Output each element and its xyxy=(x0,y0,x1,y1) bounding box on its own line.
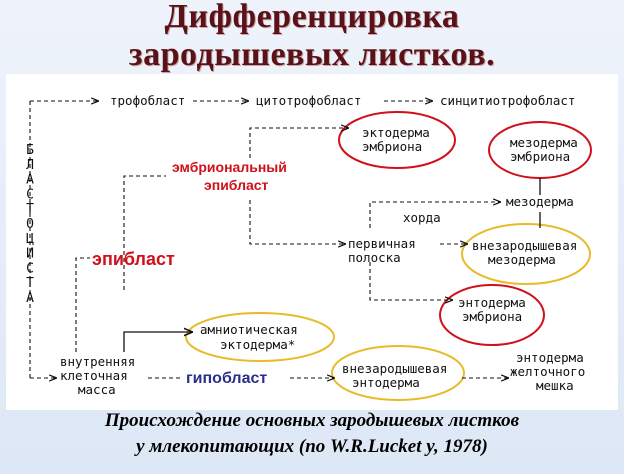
label-primitive-streak-1: первичная xyxy=(348,236,416,251)
connector-lines xyxy=(29,101,541,378)
label-embryonic-epiblast-1: эмбриональный xyxy=(172,159,287,175)
blastocyst-letter: С xyxy=(26,187,34,202)
label-extraembryonic-endoderm-1: внезародышевая xyxy=(342,361,447,376)
blastocyst-letter: Т xyxy=(26,276,34,291)
yellow-ellipse-amniotic-ectoderm xyxy=(185,312,335,362)
blastocyst-letter: Ц xyxy=(26,232,34,247)
label-trophoblast: трофобласт xyxy=(110,93,185,108)
label-extraembryonic-mesoderm-2: мезодерма xyxy=(488,252,556,267)
red-ellipse-embryonic-ectoderm xyxy=(338,111,456,169)
title-line-1: Дифференцировка xyxy=(164,0,460,35)
caption-line-2: у млекопитающих (по W.R.Lucket y, 1978) xyxy=(136,436,488,457)
label-amniotic-ectoderm-1: амниотическая xyxy=(200,322,298,337)
label-embryonic-mesoderm-1: мезодерма xyxy=(510,135,578,150)
label-extraembryonic-endoderm-2: энтодерма xyxy=(352,375,420,390)
blastocyst-letter: Т xyxy=(26,202,34,217)
label-syncytiotrophoblast: синцитиотрофобласт xyxy=(440,93,575,108)
label-epiblast: эпибласт xyxy=(92,249,175,269)
label-embryonic-endoderm-1: энтодерма xyxy=(458,295,526,310)
label-yolk-sac-endoderm-3: мешка xyxy=(536,378,574,393)
blastocyst-letter: Б xyxy=(26,143,34,158)
label-notochord: хорда xyxy=(403,210,441,225)
highlight-ellipses xyxy=(185,111,592,401)
title-line-2: зародышевых листков. xyxy=(128,36,496,73)
label-embryonic-epiblast-2: эпибласт xyxy=(204,177,269,193)
blastocyst-letter: Л xyxy=(26,158,34,173)
label-extraembryonic-mesoderm-1: внезародышевая xyxy=(472,238,577,253)
label-embryonic-mesoderm-2: эмбриона xyxy=(510,149,570,164)
yellow-ellipse-extraembryonic-endoderm xyxy=(331,345,465,401)
label-embryonic-endoderm-2: эмбриона xyxy=(462,309,522,324)
label-primitive-streak-2: полоска xyxy=(348,250,401,265)
blastocyst-letter: С xyxy=(26,261,34,276)
label-inner-cell-mass-2: клеточная xyxy=(60,368,128,383)
label-embryonic-ectoderm-2: эмбриона xyxy=(362,139,422,154)
blastocyst-letter: И xyxy=(26,247,34,262)
label-yolk-sac-endoderm-1: энтодерма xyxy=(516,350,584,365)
label-mesoderm: мезодерма xyxy=(506,194,574,209)
blastocyst-letter: О xyxy=(26,217,34,232)
label-yolk-sac-endoderm-2: желточного xyxy=(510,364,585,379)
label-embryonic-ectoderm-1: эктодерма xyxy=(362,125,430,140)
label-hypoblast: гипобласт xyxy=(186,370,267,387)
label-amniotic-ectoderm-2: эктодерма* xyxy=(220,337,295,352)
label-inner-cell-mass-3: масса xyxy=(78,382,116,397)
red-ellipse-embryonic-endoderm xyxy=(439,284,545,346)
blastocyst-letter: А xyxy=(26,291,34,306)
label-inner-cell-mass-1: внутренняя xyxy=(60,354,135,369)
caption-line-1: Происхождение основных зародышевых листк… xyxy=(104,410,520,431)
label-cytotrophoblast: цитотрофобласт xyxy=(256,93,361,108)
yellow-ellipse-extraembryonic-mesoderm xyxy=(461,223,591,285)
blastocyst-letter: А xyxy=(26,173,34,188)
